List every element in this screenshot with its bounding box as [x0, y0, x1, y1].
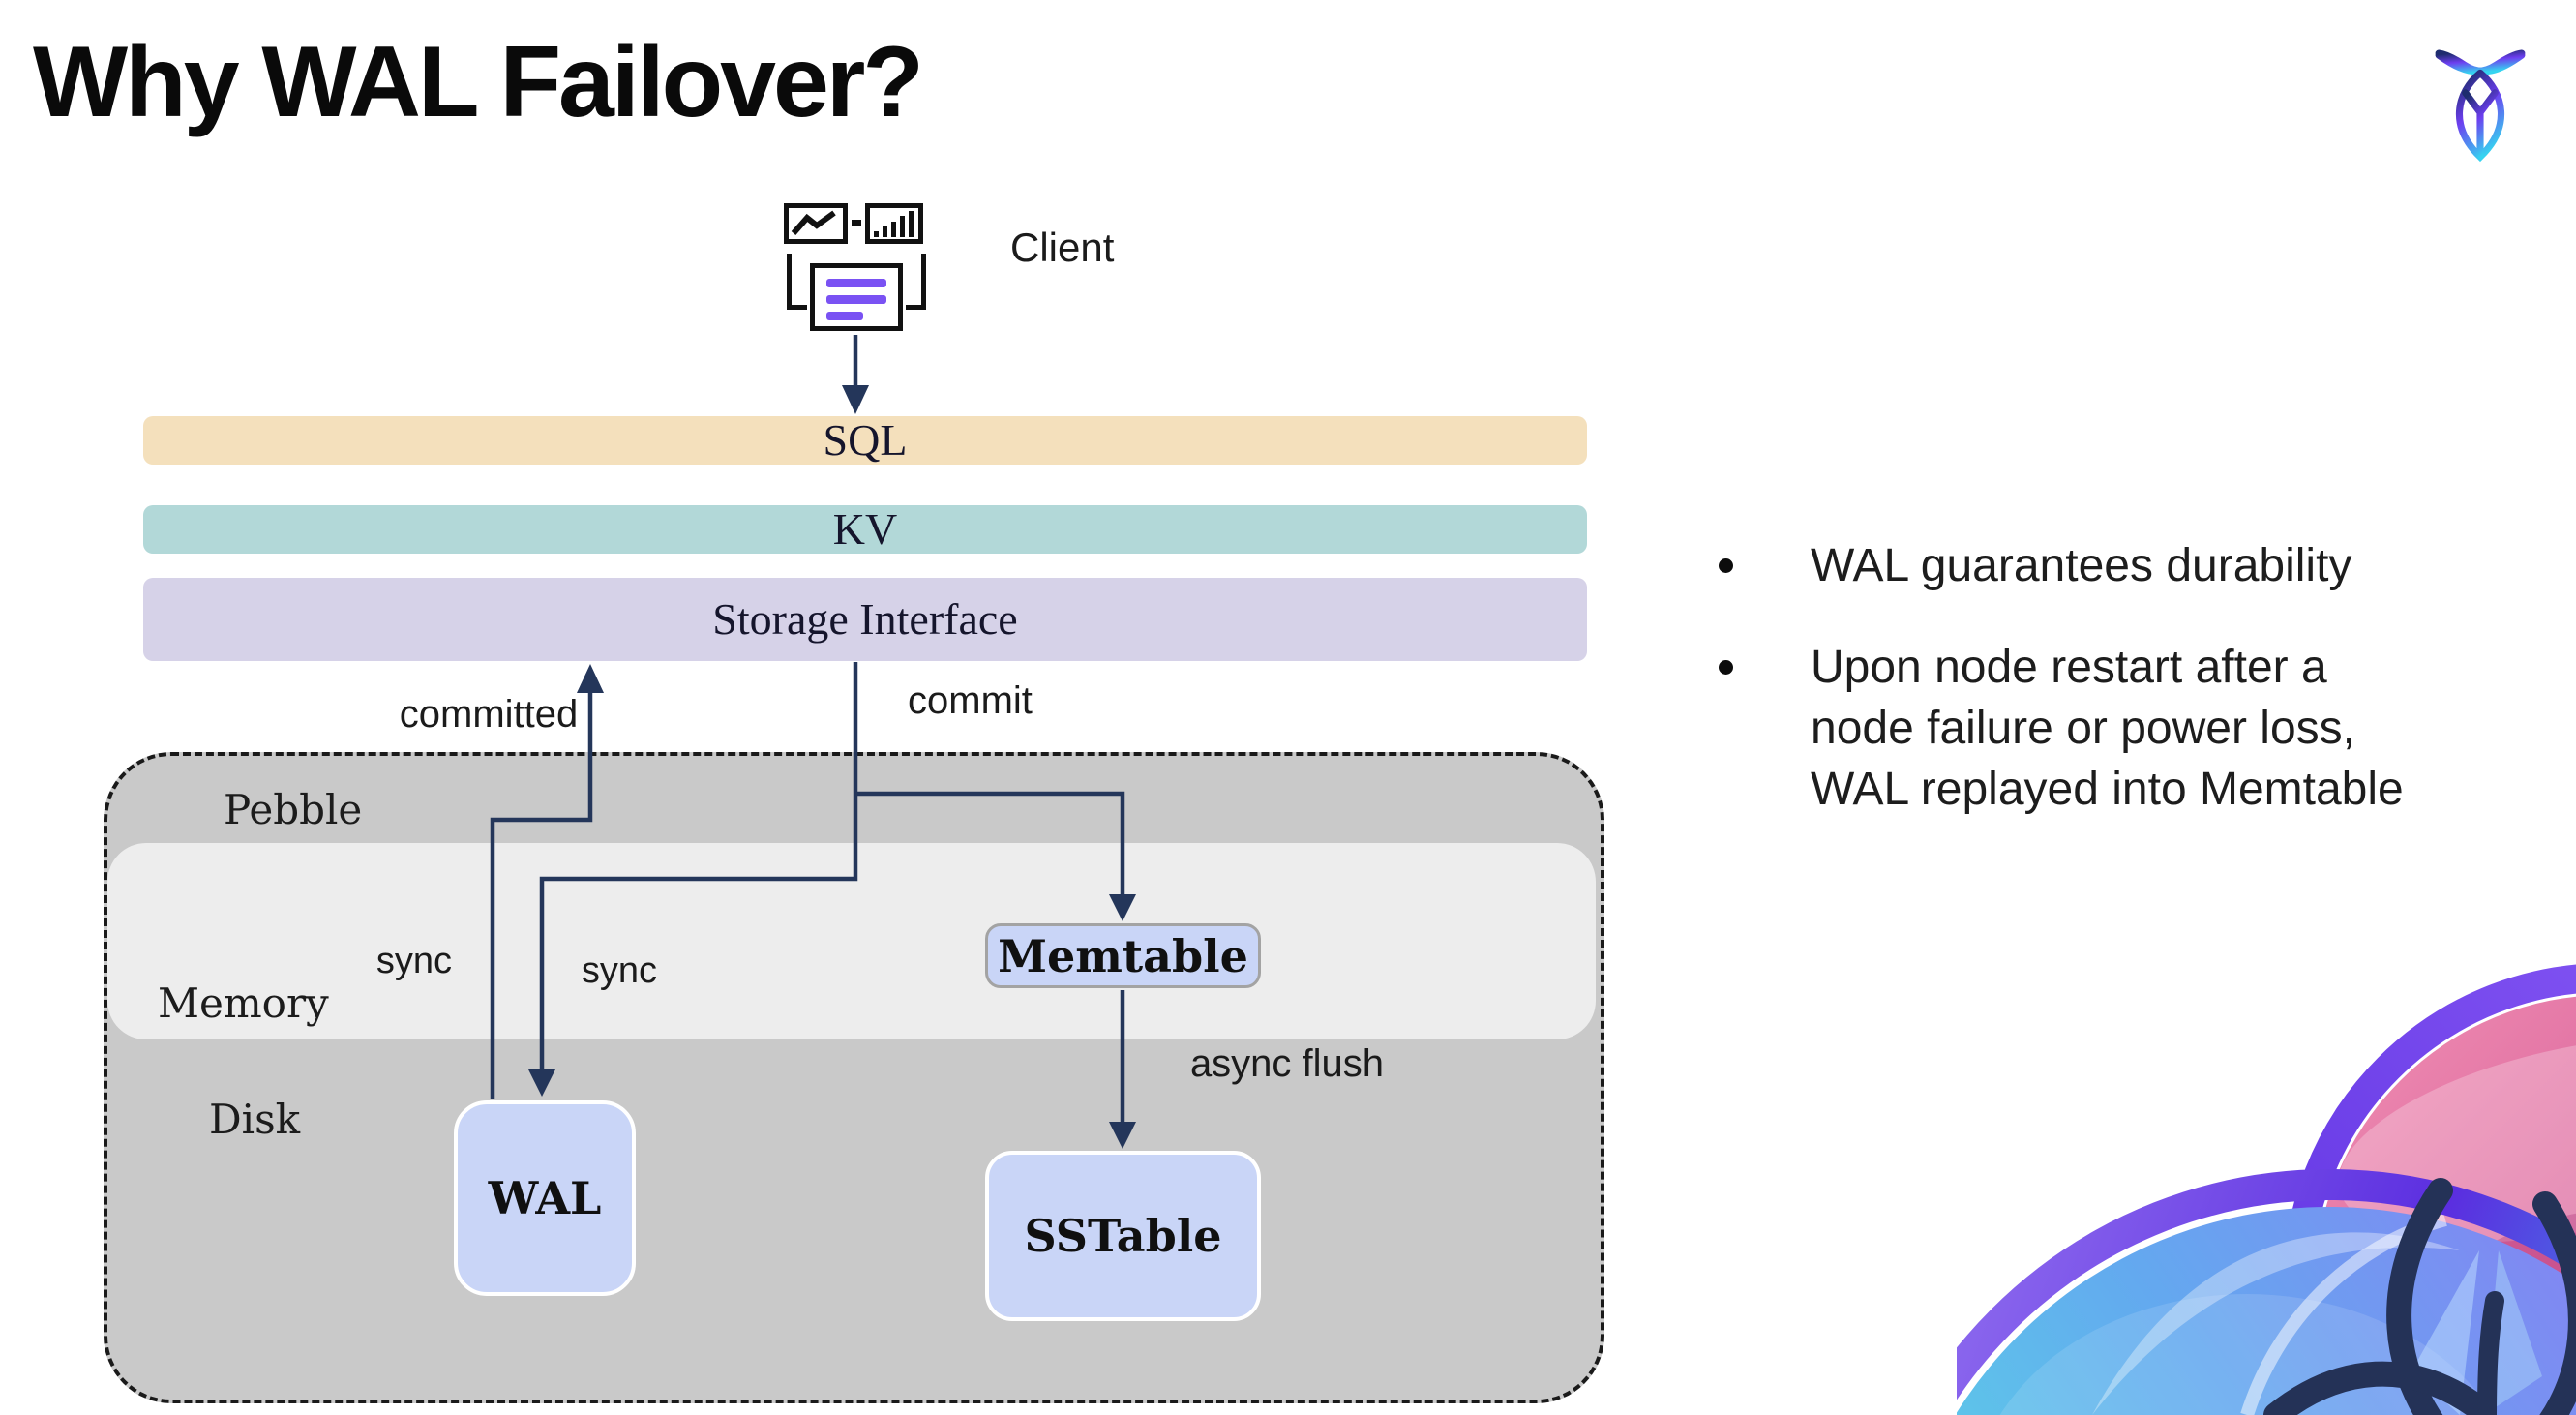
memtable-box: Memtable — [985, 923, 1261, 988]
bullet-dot — [1719, 558, 1733, 573]
bar-chart-icon — [865, 203, 923, 244]
storage-interface-layer-bar: Storage Interface — [143, 578, 1587, 661]
bullet-dot — [1719, 660, 1733, 675]
document-text-line — [826, 295, 886, 304]
brand-art-graphic — [1957, 964, 2576, 1415]
pebble-label: Pebble — [224, 786, 363, 833]
document-text-line — [826, 279, 886, 287]
bullet-item: WAL guarantees durability — [1699, 535, 2512, 596]
kv-layer-bar: KV — [143, 505, 1587, 554]
document-text-line — [826, 312, 863, 320]
cockroachdb-logo-icon — [2435, 49, 2526, 163]
committed-label: committed — [399, 693, 579, 736]
dash-connector — [852, 220, 861, 226]
disk-label: Disk — [209, 1096, 301, 1143]
sstable-box: SSTable — [985, 1151, 1261, 1321]
page-title: Why WAL Failover? — [33, 26, 924, 138]
async-flush-label: async flush — [1189, 1042, 1385, 1085]
commit-label: commit — [908, 679, 1033, 722]
bracket-left — [787, 254, 792, 310]
bullet-text: WAL guarantees durability — [1811, 540, 2352, 591]
bracket-right-foot — [906, 305, 926, 310]
memory-band — [107, 843, 1596, 1039]
document-icon — [810, 263, 903, 331]
bullet-text: Upon node restart after a node failure o… — [1811, 642, 2404, 815]
sync-right-label: sync — [581, 950, 658, 991]
memory-label: Memory — [158, 979, 329, 1027]
client-label: Client — [1010, 225, 1115, 270]
sync-left-label: sync — [375, 941, 453, 981]
client-icon — [782, 199, 937, 340]
line-chart-icon — [784, 203, 848, 244]
bracket-left-foot — [787, 305, 807, 310]
sql-layer-bar: SQL — [143, 416, 1587, 465]
bullet-item: Upon node restart after a node failure o… — [1699, 637, 2512, 820]
wal-box: WAL — [454, 1100, 636, 1296]
bracket-right — [921, 254, 926, 310]
